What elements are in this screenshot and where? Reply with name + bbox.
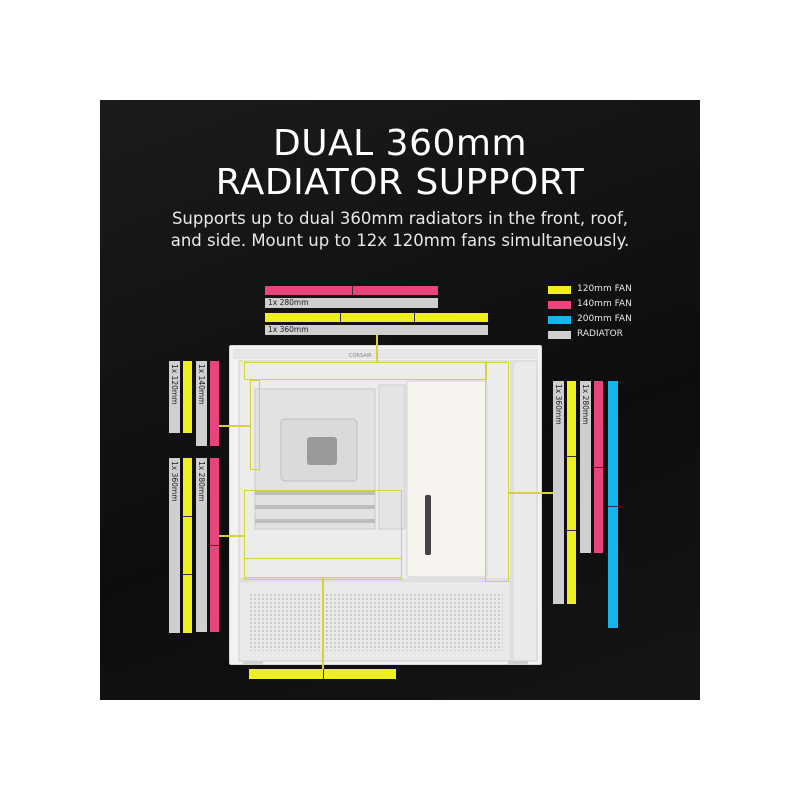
rear-connector bbox=[219, 425, 250, 427]
rear-120-fan bbox=[183, 361, 192, 433]
legend-swatch-yellow bbox=[548, 286, 571, 294]
subtitle-line-2: and side. Mount up to 12x 120mm fans sim… bbox=[170, 231, 630, 250]
subtitle-line-1: Supports up to dual 360mm radiators in t… bbox=[171, 209, 629, 228]
mesh-vents bbox=[249, 593, 503, 651]
front-120-fan-2 bbox=[567, 456, 576, 530]
cpu-pump-cap bbox=[307, 437, 337, 465]
rear-140-radiator bbox=[196, 361, 207, 446]
bottom-120-fan-1 bbox=[249, 669, 323, 679]
front-connector bbox=[509, 492, 553, 494]
side-280-label: 1x 280mm bbox=[197, 461, 206, 502]
side-140-fan-2 bbox=[210, 545, 219, 632]
front-120-fan-3 bbox=[567, 530, 576, 604]
case-foot-right bbox=[508, 661, 528, 665]
legend-label: 120mm FAN bbox=[577, 284, 632, 294]
front-mount-highlight bbox=[485, 362, 509, 582]
cable-grommets bbox=[378, 384, 406, 530]
legend-swatch-grey bbox=[548, 331, 571, 339]
legend-label: 140mm FAN bbox=[577, 299, 632, 309]
legend-label: RADIATOR bbox=[577, 329, 623, 339]
roof-120-fan-1 bbox=[265, 313, 340, 322]
roof-360-radiator bbox=[265, 325, 488, 335]
side-fan-panel bbox=[406, 380, 488, 578]
front-280-radiator bbox=[580, 381, 591, 553]
legend-label: 200mm FAN bbox=[577, 314, 632, 324]
roof-120-fan-2 bbox=[340, 313, 414, 322]
case-brand-logo: CORSAIR bbox=[349, 353, 372, 359]
case-top-rail bbox=[233, 349, 538, 359]
front-200-fan-1 bbox=[608, 381, 618, 506]
rear-120-radiator bbox=[169, 361, 180, 433]
front-280-label: 1x 280mm bbox=[581, 384, 590, 425]
roof-360-label: 1x 360mm bbox=[268, 325, 309, 334]
roof-connector bbox=[376, 335, 378, 362]
side-360-label: 1x 360mm bbox=[170, 461, 179, 502]
front-panel bbox=[512, 360, 538, 662]
bottom-120-fan-2 bbox=[323, 669, 396, 679]
front-360-label: 1x 360mm bbox=[554, 384, 563, 425]
roof-280-label: 1x 280mm bbox=[268, 298, 309, 307]
legend-swatch-cyan bbox=[548, 316, 571, 324]
roof-140-fan-2 bbox=[352, 286, 438, 295]
rear-mount-highlight bbox=[250, 380, 260, 470]
side-connector bbox=[219, 535, 244, 537]
roof-mount-highlight bbox=[244, 362, 487, 380]
side-120-fan-3 bbox=[183, 574, 192, 633]
legend-swatch-magenta bbox=[548, 301, 571, 309]
side-280-radiator bbox=[196, 458, 207, 632]
front-140-fan-2 bbox=[594, 467, 603, 553]
front-140-fan-1 bbox=[594, 381, 603, 467]
roof-280-radiator bbox=[265, 298, 438, 308]
roof-120-fan-3 bbox=[414, 313, 488, 322]
front-360-radiator bbox=[553, 381, 564, 604]
front-120-fan-1 bbox=[567, 381, 576, 456]
pcie-slot-2 bbox=[255, 505, 375, 509]
bottom-mount-highlight bbox=[244, 558, 402, 578]
rear-120-label: 1x 120mm bbox=[170, 364, 179, 405]
side-120-fan-2 bbox=[183, 516, 192, 574]
pcie-slot-1 bbox=[255, 491, 375, 495]
side-120-fan-1 bbox=[183, 458, 192, 516]
rear-140-fan bbox=[210, 361, 219, 446]
rear-140-label: 1x 140mm bbox=[197, 364, 206, 405]
roof-140-fan-1 bbox=[265, 286, 352, 295]
headline-line-2: RADIATOR SUPPORT bbox=[215, 162, 585, 203]
front-200-fan-2 bbox=[608, 506, 618, 628]
pcie-slot-3 bbox=[255, 519, 375, 523]
case-foot-left bbox=[243, 661, 263, 665]
side-latch bbox=[425, 495, 431, 555]
pc-case-illustration: CORSAIR bbox=[229, 345, 542, 665]
side-360-radiator bbox=[169, 458, 180, 633]
bottom-connector bbox=[322, 578, 324, 669]
headline-line-1: DUAL 360mm bbox=[272, 123, 528, 164]
side-140-fan-1 bbox=[210, 458, 219, 545]
